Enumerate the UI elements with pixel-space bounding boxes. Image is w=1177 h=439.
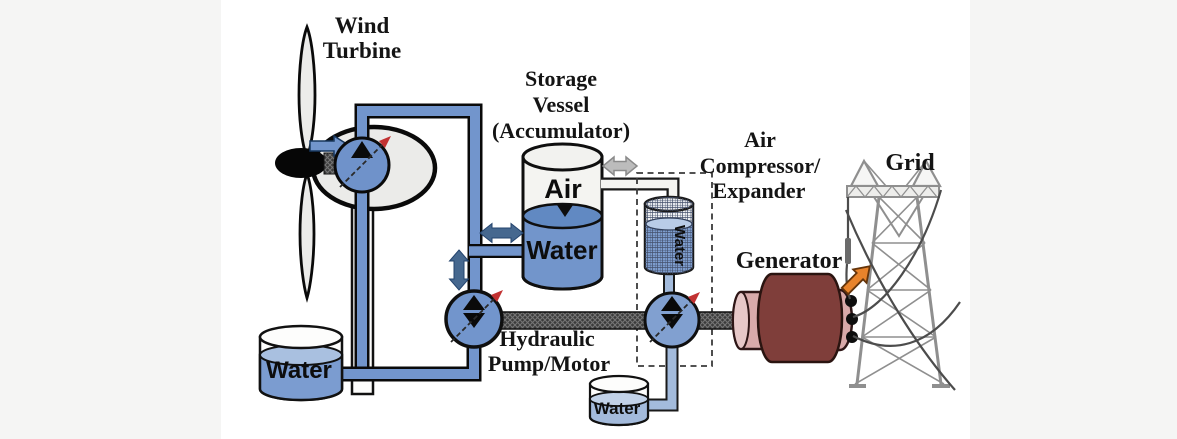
vessel-water-label: Water xyxy=(526,235,597,265)
pump-triangle-down-icon xyxy=(463,313,485,328)
storage-vessel-label-1: Storage xyxy=(525,66,597,91)
vessel-top xyxy=(521,142,604,172)
turbine-blade-upper xyxy=(297,23,317,161)
turbine-blade-lower xyxy=(298,170,316,303)
grid-label: Grid xyxy=(885,150,935,176)
compressor-pump xyxy=(643,291,701,412)
coupling-face xyxy=(732,291,750,350)
terminal-dot xyxy=(846,331,858,343)
vessel-air-label: Air xyxy=(544,174,582,204)
storage-vessel-label-2: Vessel xyxy=(533,92,590,117)
swash-arrow-icon xyxy=(379,136,391,148)
swash-arrow-icon xyxy=(688,292,700,304)
grid-wires xyxy=(844,189,961,391)
hydraulic-pump-label-1: Hydraulic xyxy=(499,326,595,351)
storage-vessel: Air Water xyxy=(521,142,604,291)
turbine-hub xyxy=(275,148,327,178)
water-exchange-arrow-icon xyxy=(479,222,524,244)
component-labels: Wind Turbine Storage Vessel (Accumulator… xyxy=(323,13,936,376)
generator xyxy=(731,272,858,364)
wind-turbine xyxy=(275,23,526,396)
small-tank-label: Water xyxy=(594,399,641,418)
small-water-tank: Water xyxy=(588,374,650,427)
left-water-tank: Water xyxy=(258,324,344,402)
pipe-tank-to-pump xyxy=(336,344,482,382)
pump-triangle-up-icon xyxy=(463,295,485,310)
level-marker-icon xyxy=(557,205,573,217)
insulator xyxy=(845,238,851,264)
air-compressor-label-1: Air xyxy=(744,127,776,152)
pump-triangle-down-icon xyxy=(661,314,683,329)
pipe-nacelle-to-vessel xyxy=(354,103,483,295)
generator-body xyxy=(756,272,844,364)
hydraulic-pump-motor xyxy=(444,289,504,349)
air-exchange-arrow-icon xyxy=(601,155,639,177)
vessel-water-section xyxy=(521,214,604,291)
compressor-water-column: Water xyxy=(643,195,695,300)
wind-turbine-label-2: Turbine xyxy=(323,38,401,63)
flow-direction-arrow-icon xyxy=(448,249,470,291)
column-water-surface xyxy=(645,217,693,231)
air-compressor-label-2: Compressor/ xyxy=(700,153,821,178)
swash-arrow-icon xyxy=(491,290,503,302)
terminal-dot xyxy=(845,295,857,307)
hydraulic-pump-label-2: Pump/Motor xyxy=(488,351,610,376)
vessel-water-surface xyxy=(521,202,604,230)
generator-label: Generator xyxy=(736,248,843,274)
pipe-pump-to-small-tank xyxy=(647,344,679,412)
left-tank-label: Water xyxy=(266,357,332,384)
air-compressor-label-3: Expander xyxy=(713,178,806,203)
pump-triangle-up-icon xyxy=(661,296,683,311)
power-output-arrow-icon xyxy=(840,265,871,296)
terminal-dot xyxy=(846,313,858,325)
nacelle-pump xyxy=(333,136,391,194)
pump-triangle-icon xyxy=(351,141,373,158)
transmission-tower xyxy=(846,158,950,388)
wind-turbine-label-1: Wind xyxy=(335,13,390,38)
storage-vessel-label-3: (Accumulator) xyxy=(492,118,630,143)
column-water-label: Water xyxy=(671,225,688,266)
